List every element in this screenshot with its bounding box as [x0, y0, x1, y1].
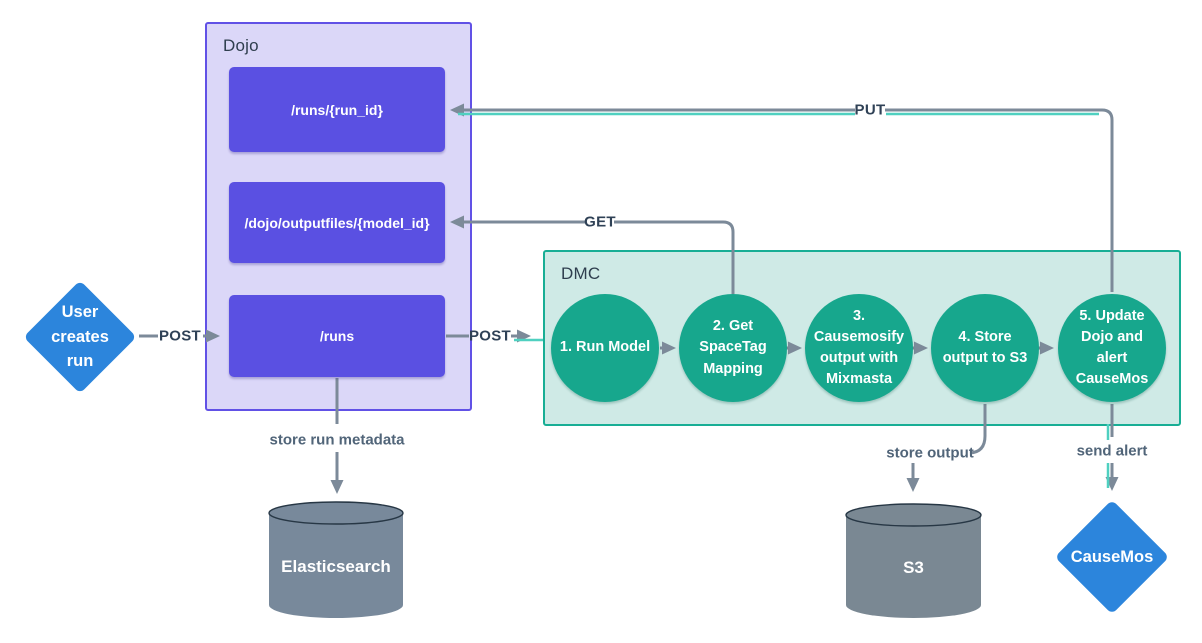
dojo-title: Dojo [223, 36, 259, 55]
causemos-label: CauseMos [1070, 547, 1154, 566]
user-creates-run-node: User creates run [23, 280, 137, 394]
step-get-spacetag-mapping-label: 2. Get SpaceTag Mapping [699, 318, 767, 377]
send-alert-label: send alert [1076, 442, 1148, 460]
endpoint-runs: /runs [229, 295, 445, 377]
endpoint-runs-run-id: /runs/{run_id} [229, 67, 445, 152]
store-output-label: store output [886, 444, 974, 462]
step-causemosify-output: 3. Causemosify output with Mixmasta [805, 294, 913, 402]
step-get-spacetag-mapping: 2. Get SpaceTag Mapping [679, 294, 787, 402]
step-run-model: 1. Run Model [551, 294, 659, 402]
step-store-output-s3: 4. Store output to S3 [931, 294, 1039, 402]
database-cylinder-icon [268, 501, 404, 618]
post-label-runs-dmc: POST [468, 327, 512, 345]
user-creates-run-label: User creates run [51, 302, 109, 371]
s3-label: S3 [903, 558, 924, 577]
elasticsearch-label: Elasticsearch [281, 557, 391, 576]
elasticsearch-datastore: Elasticsearch [268, 500, 404, 620]
step-causemosify-output-label: 3. Causemosify output with Mixmasta [813, 307, 905, 388]
store-run-metadata-label: store run metadata [269, 431, 405, 449]
step-update-dojo-alert: 5. Update Dojo and alert CauseMos [1058, 294, 1166, 402]
s3-datastore: S3 [845, 502, 982, 620]
endpoint-dojo-outputfiles: /dojo/outputfiles/{model_id} [229, 182, 445, 263]
get-label: GET [584, 213, 616, 231]
step-run-model-label: 1. Run Model [559, 339, 651, 356]
put-label: PUT [854, 101, 886, 119]
step-store-output-s3-label: 4. Store output to S3 [942, 328, 1028, 366]
post-label-user-dojo: POST [158, 327, 202, 345]
database-cylinder-icon [845, 503, 982, 618]
causemos-node: CauseMos [1054, 499, 1170, 615]
dmc-title: DMC [561, 264, 601, 283]
step-update-dojo-alert-label: 5. Update Dojo and alert CauseMos [1075, 307, 1149, 388]
